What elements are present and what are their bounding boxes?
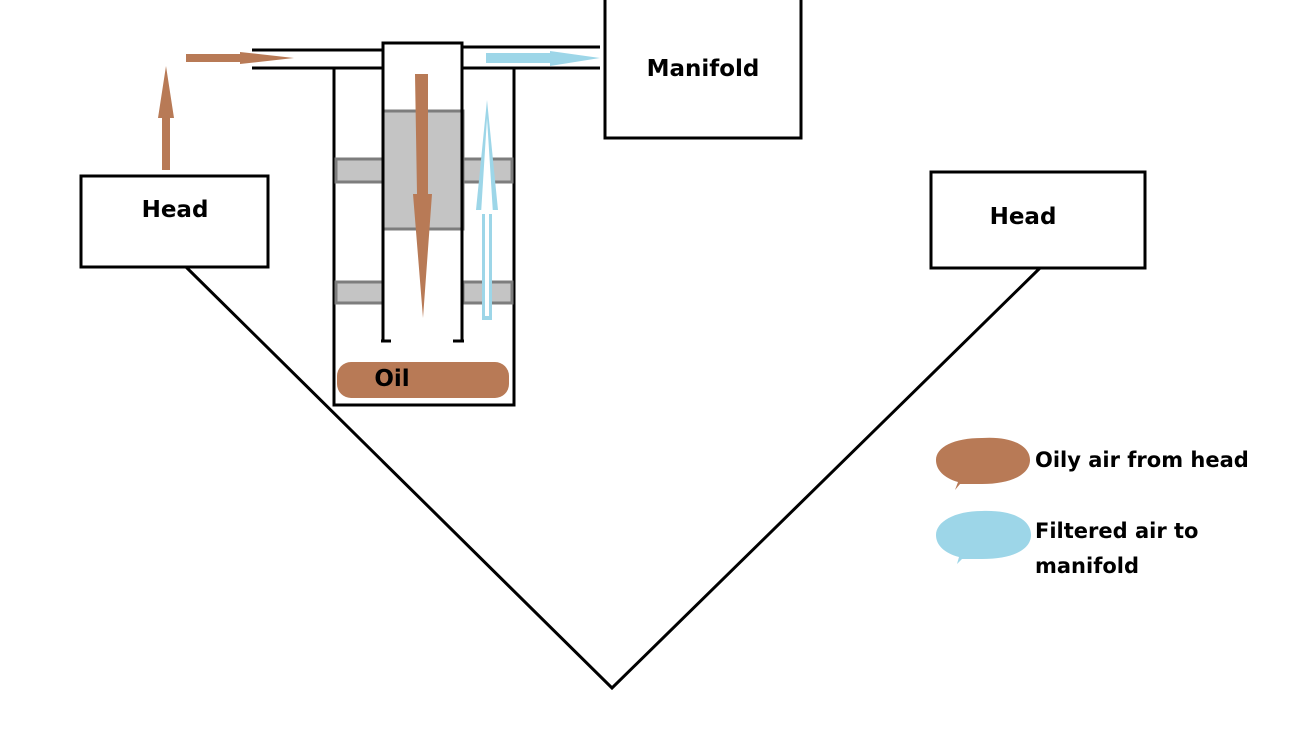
oily-air-swatch [936,437,1030,490]
baffle-left-lower [334,280,385,305]
engine-v-outline [183,264,1042,691]
manifold: Manifold [603,0,803,140]
left-head-box [79,174,270,269]
right-head: Head [929,170,1147,270]
oily-air-flow [158,52,432,318]
baffle-left-upper [334,157,385,184]
oily-air-arrow-up [158,66,174,170]
left-head-label: Head [142,197,209,223]
filtered-air-flow [476,51,600,320]
legend-filtered-air-label-line2: manifold [1035,554,1139,578]
engine-v-lines [183,264,1042,691]
left-head: Head [79,174,270,269]
oil-reservoir [337,362,509,398]
legend-oily-air-label: Oily air from head [1035,448,1249,472]
legend-oily-air: Oily air from head [936,437,1249,490]
filtered-air-arrow-up-inner [481,118,493,316]
legend: Oily air from head Filtered air to manif… [936,437,1249,578]
manifold-label: Manifold [647,56,760,82]
inner-tube-cover [383,60,463,80]
legend-filtered-air: Filtered air to manifold [936,510,1198,578]
right-head-label: Head [990,204,1057,230]
oil-label: Oil [374,366,409,392]
filtered-air-swatch [936,510,1031,564]
filtered-air-arrow-right [486,51,600,66]
oily-air-arrow-down [413,74,432,318]
inner-tube-walls [381,41,464,341]
oily-air-arrow-right [186,52,294,64]
right-head-box [929,170,1147,270]
manifold-box [603,0,803,140]
legend-filtered-air-label-line1: Filtered air to [1035,519,1198,543]
